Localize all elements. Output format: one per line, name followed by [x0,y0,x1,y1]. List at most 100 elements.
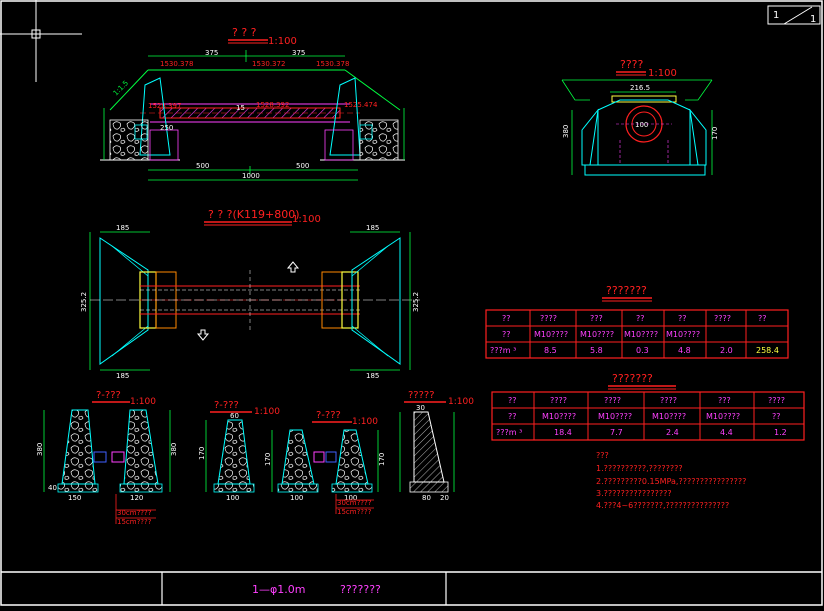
t1-h1: ???? [540,314,557,323]
t1-q3: 4.8 [678,346,691,355]
t2-h0: ?? [508,396,517,405]
t2-q2: 2.4 [666,428,679,437]
elev-mark-2: 1530.372 [252,60,285,68]
elev-mark-3: 1530.378 [316,60,349,68]
elev-dim-500-right: 500 [296,162,309,170]
t2-q4: 1.2 [774,428,787,437]
wall-c-h170: 170 [264,453,272,466]
wall-d-scale: 1:100 [448,397,474,407]
wall-a-h380: 380 [36,443,44,456]
t1-qty-label: ???m ³ [490,346,516,355]
t1-q1: 5.8 [590,346,603,355]
section-view: ???? 1:100 216.5 100 380 170 [561,58,719,176]
section-scale: 1:100 [648,68,677,79]
wall-c-h170-r: 170 [378,453,386,466]
t2-m0: ?? [508,412,517,421]
table2-title: ??????? [612,372,653,385]
plan-title: ? ? ?(K119+800) [208,208,300,221]
plan-dim-185-tr: 185 [366,224,379,232]
wall-a-note-1: 30cm???? [117,509,152,517]
t2-m5: ?? [772,412,781,421]
t2-h4: ??? [718,396,731,405]
plan-scale: 1:100 [292,214,321,225]
page-number-box: 1 1 [767,5,821,25]
t2-h2: ???? [604,396,621,405]
elev-mark-6: 1525.474 [344,101,378,109]
flow-arrow-down-icon [196,329,210,341]
t2-m1: M10???? [542,412,576,421]
t2-m4: M10???? [706,412,740,421]
elev-dim-500-left: 500 [196,162,209,170]
note-3: 3.???????????????? [596,489,672,498]
cad-crosshair-cursor [0,0,82,82]
note-4: 4.???4~6???????,??????????????? [596,501,729,510]
t1-h6: ?? [758,314,767,323]
wall-c-scale: 1:100 [352,417,378,427]
t2-m3: M10???? [652,412,686,421]
section-dim-side: 170 [711,127,719,140]
elev-dim-375-left: 375 [205,49,218,57]
wall-b-w100: 100 [226,494,239,502]
elev-mark-5: 1528.392 [256,101,289,109]
elev-slope-label: 1:1.5 [112,79,130,97]
plan-dim-325-left: 325.2 [80,292,88,312]
wall-a-w150: 150 [68,494,81,502]
wall-b-title: ?-??? [214,400,239,411]
elevation-scale: 1:100 [268,36,297,47]
wall-a-note-2: 15cm???? [117,518,152,526]
t1-q0: 8.5 [544,346,557,355]
page-total: 1 [810,14,816,25]
t2-q1: 7.7 [610,428,623,437]
title-block-type: ??????? [340,583,381,596]
elev-mark-4: 1528.397 [148,102,181,110]
wall-b-w60: 60 [230,412,239,420]
section-title: ???? [620,58,644,71]
wall-section-c: ?-??? 1:100 170 170 100 100 30cm???? 15c… [264,410,386,516]
section-dim-h: 380 [562,125,570,138]
t2-h3: ???? [660,396,677,405]
wall-c-title: ?-??? [316,410,341,421]
note-1: 1.??????????,???????? [596,464,683,473]
wall-a-w120: 120 [130,494,143,502]
wall-a-h380-r: 380 [170,443,178,456]
quantity-table-1: ??????? ?? ???? ??? ?? ?? ???? ?? ?? M10… [485,284,789,359]
t1-m1: M10???? [534,330,568,339]
wall-a-h40: 40 [48,484,57,492]
wall-c-note-2: 15cm???? [337,508,372,516]
notes-heading: ??? [596,451,609,460]
elev-dim-15: 15 [236,104,245,112]
t1-m4: M10???? [666,330,700,339]
t1-h2: ??? [590,314,603,323]
t2-m2: M10???? [598,412,632,421]
t1-m2: M10???? [580,330,614,339]
wall-d-w30: 30 [416,404,425,412]
t1-q4: 2.0 [720,346,733,355]
elev-dim-1000: 1000 [242,172,260,180]
t1-h0: ?? [502,314,511,323]
general-notes: ??? 1.??????????,???????? 2.?????????0.1… [596,451,746,510]
t2-h5: ???? [768,396,785,405]
wall-section-b: ?-??? 1:100 170 100 60 [198,400,280,502]
wall-a-scale: 1:100 [130,397,156,407]
wall-section-d: ????? 1:100 30 80 20 [399,390,474,502]
section-dim-mid: 100 [635,121,648,129]
elev-mark-1: 1530.378 [160,60,193,68]
title-block-name: 1—φ1.0m [252,583,305,596]
flow-arrow-up-icon [286,261,300,273]
t1-m3: M10???? [624,330,658,339]
wall-a-title: ?-??? [96,390,121,401]
t1-h3: ?? [636,314,645,323]
plan-dim-185-bl: 185 [116,372,129,380]
t2-qty-label: ???m ³ [496,428,522,437]
plan-dim-325-right: 325.2 [412,292,420,312]
t1-q2: 0.3 [636,346,649,355]
wall-d-title: ????? [408,390,435,401]
wall-d-w20: 20 [440,494,449,502]
t1-q5: 258.4 [756,346,779,355]
elev-dim-250: 250 [160,124,173,132]
plan-dim-185-tl: 185 [116,224,129,232]
wall-d-w80: 80 [422,494,431,502]
wall-section-a: ?-??? 1:100 380 380 150 120 40 30cm???? … [36,390,178,526]
wall-c-note-1: 30cm???? [337,499,372,507]
